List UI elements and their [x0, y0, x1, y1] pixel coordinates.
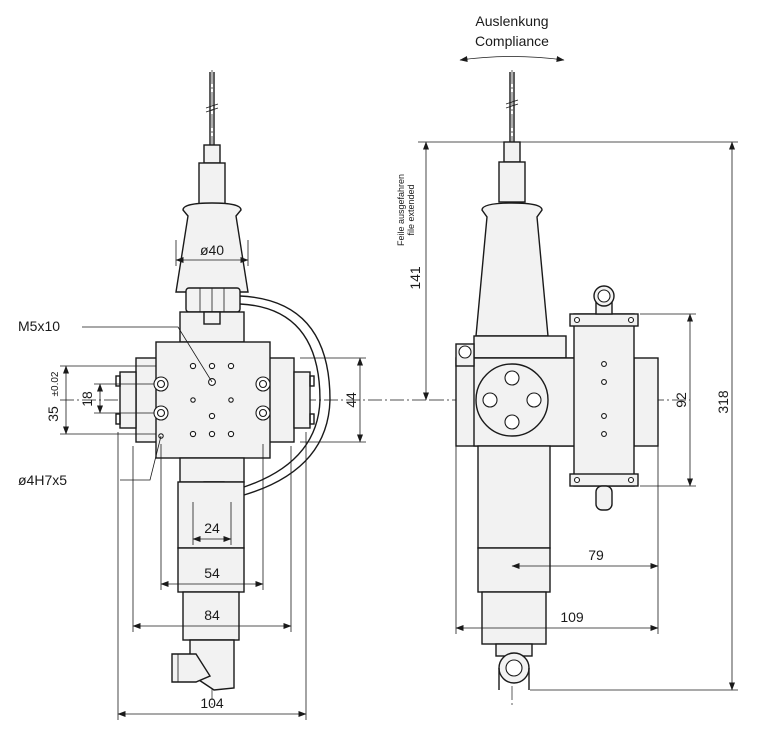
- compliance-en: Compliance: [475, 33, 549, 49]
- front-clamp-ring: [185, 287, 241, 313]
- compliance-de: Auslenkung: [475, 13, 548, 29]
- side-nut: [503, 141, 521, 163]
- front-nut: [203, 144, 221, 164]
- note-file-extended-de: Feile ausgefahren: [396, 174, 406, 246]
- front-center-block: [155, 341, 271, 459]
- dim-thread-m5x10: M5x10: [18, 318, 60, 334]
- front-right-clamp: [293, 371, 311, 429]
- side-pneumatic-unit: [573, 313, 635, 487]
- dim-width-109: 109: [560, 609, 584, 625]
- side-upper-tube: [498, 161, 526, 203]
- front-upper-tube: [198, 162, 226, 207]
- dim-diameter-40: ø40: [200, 242, 224, 258]
- front-left-clamp: [119, 371, 137, 429]
- side-bottom-fitting: [595, 485, 613, 511]
- front-hose-inner: [239, 303, 321, 488]
- side-unit-holes: [601, 361, 607, 437]
- side-handle-base: [473, 335, 567, 359]
- front-lower-fitting: [179, 457, 245, 483]
- dim-width-84: 84: [204, 607, 220, 623]
- side-dimensions: 141 Feile ausgefahren file extended 92 3…: [396, 141, 738, 691]
- front-view: [60, 70, 430, 705]
- side-handle: [475, 202, 549, 337]
- front-dimensions: ø40 M5x10 ø4H7x5 35 ±0.02 18 44 24 54: [18, 240, 366, 720]
- dim-tolerance: ±0.02: [50, 371, 61, 396]
- dim-height-35: 35: [45, 406, 61, 422]
- compliance-arc-arrow: [459, 56, 565, 62]
- front-handle: [175, 202, 249, 293]
- side-view: [430, 70, 690, 705]
- dim-width-24: 24: [204, 520, 220, 536]
- side-lower-housing: [477, 445, 551, 549]
- compliance-label: Auslenkung Compliance: [459, 13, 565, 62]
- dim-height-44: 44: [343, 392, 359, 408]
- dim-height-92: 92: [673, 392, 689, 408]
- front-cable-plug: [171, 653, 212, 683]
- dim-width-79: 79: [588, 547, 604, 563]
- side-motor-cap: [481, 591, 547, 645]
- dim-pin-hole: ø4H7x5: [18, 472, 67, 488]
- front-lower-housing: [177, 481, 245, 549]
- front-hose-outer: [239, 295, 331, 496]
- note-file-extended-en: file extended: [406, 184, 416, 235]
- side-rotary-disk: [475, 363, 549, 437]
- dim-width-54: 54: [204, 565, 220, 581]
- dim-total-height-318: 318: [715, 390, 731, 414]
- dim-height-18: 18: [79, 391, 95, 407]
- dim-width-104: 104: [200, 695, 224, 711]
- dim-stroke-141: 141: [407, 266, 423, 290]
- side-motor: [477, 547, 551, 593]
